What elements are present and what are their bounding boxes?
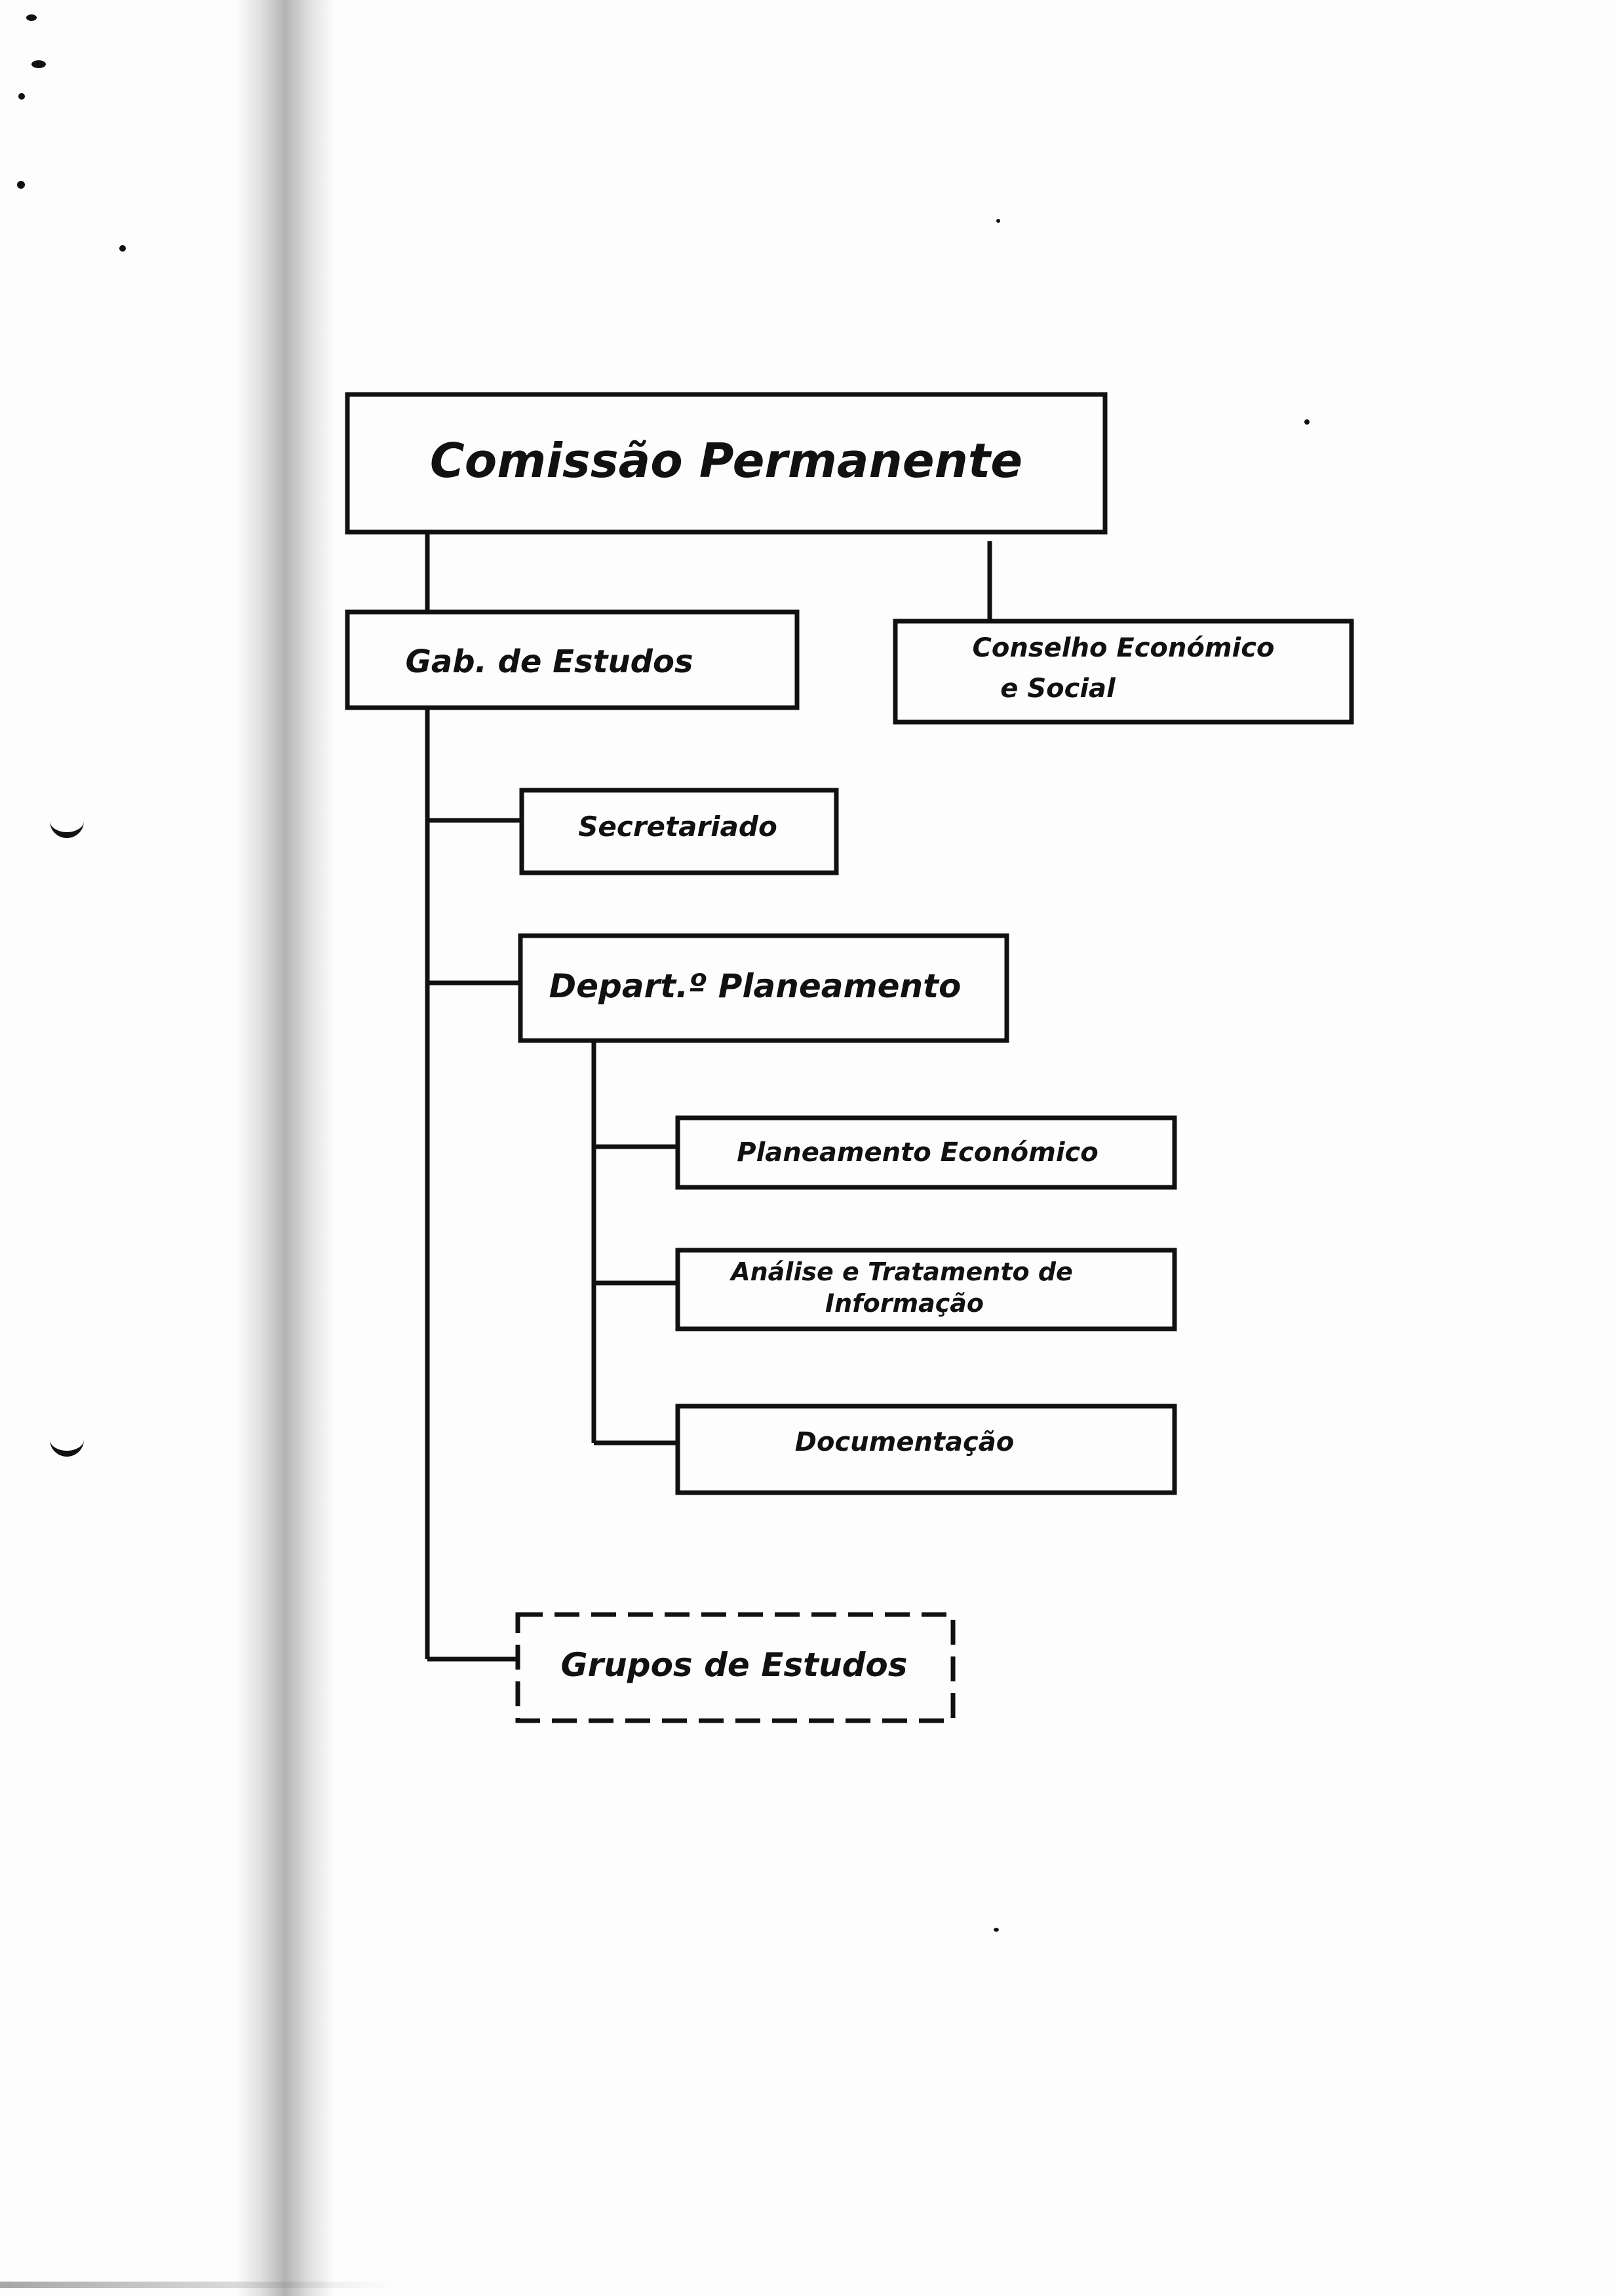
box-secretariado <box>519 788 839 875</box>
label-conselho-line2: e Social <box>1000 674 1116 704</box>
label-conselho-line1: Conselho Económico <box>973 633 1275 663</box>
box-gabinete-estudos <box>345 609 800 710</box>
binding-shadow <box>236 0 334 2296</box>
label-secretariado: Secretariado <box>578 811 777 843</box>
label-planeamento-economico: Planeamento Económico <box>737 1138 1098 1168</box>
punch-hole-mark <box>50 1434 84 1457</box>
label-departamento: Depart.º Planeamento <box>549 967 962 1005</box>
scan-speck <box>994 1928 999 1932</box>
scan-speck <box>17 181 25 189</box>
label-comissao-permanente: Comissão Permanente <box>430 433 1022 488</box>
box-departamento <box>518 933 1009 1043</box>
scan-speck <box>1304 419 1310 425</box>
page-bottom-edge <box>0 2282 393 2288</box>
scan-speck <box>996 219 1000 223</box>
label-analise-line1: Análise e Tratamento de <box>729 1257 1073 1286</box>
scan-speck <box>18 93 25 100</box>
label-documentacao: Documentação <box>795 1427 1014 1457</box>
connector-lines <box>425 533 992 1662</box>
label-gabinete-estudos: Gab. de Estudos <box>405 643 693 680</box>
box-comissao-permanente <box>345 392 1108 535</box>
box-conselho-economico <box>893 619 1354 725</box>
scan-speck <box>26 14 37 21</box>
scan-speck <box>31 60 46 68</box>
box-planeamento-economico <box>675 1115 1177 1190</box>
label-grupos-estudos: Grupos de Estudos <box>560 1646 907 1684</box>
box-documentacao <box>675 1404 1177 1495</box>
scan-speck <box>119 245 126 252</box>
label-analise-line2: Informação <box>825 1289 984 1318</box>
punch-hole-mark <box>50 815 84 838</box>
box-analise <box>675 1248 1177 1331</box>
box-grupos-estudos <box>515 1612 956 1723</box>
